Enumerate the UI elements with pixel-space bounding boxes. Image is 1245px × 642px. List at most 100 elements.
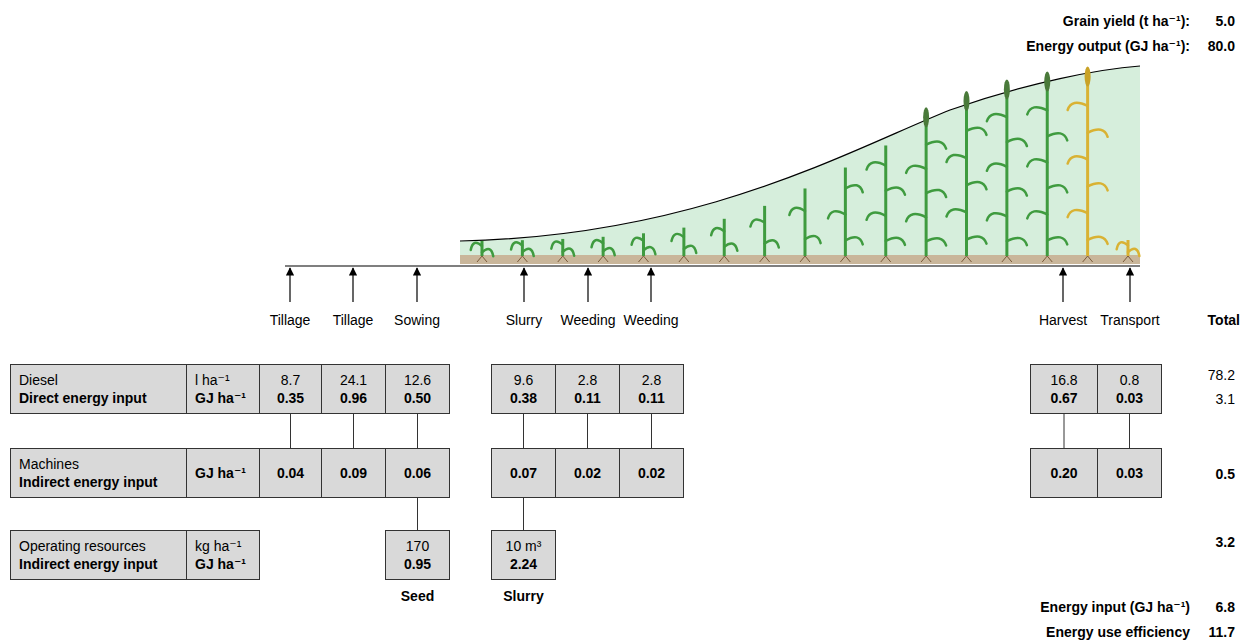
value-box: 12.60.50 — [385, 364, 450, 414]
box-text: 0.03 — [1116, 389, 1143, 407]
box-text: 0.03 — [1116, 464, 1143, 482]
summary-label: 78.2 — [1208, 366, 1235, 384]
plant — [592, 237, 615, 256]
summary-label: 0.5 — [1216, 465, 1235, 483]
resource-name: Slurry — [492, 587, 555, 605]
box-text: GJ ha⁻¹ — [195, 389, 246, 407]
operation-label: Transport — [1100, 311, 1159, 329]
row-header-box: MachinesIndirect energy input — [10, 448, 187, 498]
resource-box: 10 m³2.24Slurry — [491, 530, 556, 580]
value-box: 0.07 — [491, 448, 556, 498]
root — [881, 256, 891, 262]
growth-curve — [460, 66, 1140, 241]
operation-arrows — [290, 268, 1130, 302]
row-header-box: Operating resourcesIndirect energy input — [10, 530, 187, 580]
plant — [828, 168, 863, 256]
plant — [1068, 67, 1108, 256]
plant — [1027, 72, 1067, 256]
box-text: 12.6 — [404, 371, 431, 389]
box-text: 0.06 — [404, 464, 431, 482]
value-box: 0.06 — [385, 448, 450, 498]
value-box: 9.60.38 — [491, 364, 556, 414]
box-text: 0.02 — [574, 464, 601, 482]
box-text: 8.7 — [281, 371, 300, 389]
summary-label: Grain yield (t ha⁻¹): — [1063, 12, 1190, 30]
box-text: 0.35 — [277, 389, 304, 407]
summary-label: Energy input (GJ ha⁻¹) — [1040, 598, 1190, 616]
plants — [471, 67, 1140, 262]
box-text: 0.50 — [404, 389, 431, 407]
connector-line — [1064, 414, 1065, 448]
box-text: 2.24 — [510, 555, 537, 573]
connector-line — [290, 414, 291, 448]
unit-box: kg ha⁻¹GJ ha⁻¹ — [186, 530, 260, 580]
plant — [867, 145, 905, 256]
root — [1083, 256, 1093, 262]
plant — [987, 79, 1027, 256]
root — [639, 256, 649, 262]
value-box: 0.02 — [555, 448, 620, 498]
plant — [906, 107, 946, 256]
operation-label: Weeding — [623, 311, 678, 329]
root — [477, 256, 487, 262]
value-box: 16.80.67 — [1030, 364, 1098, 414]
summary-label: Energy output (GJ ha⁻¹): — [1026, 37, 1190, 55]
plant — [511, 240, 534, 256]
row-header-box: DieselDirect energy input — [10, 364, 187, 414]
soil-strip — [460, 255, 1140, 264]
root — [1002, 256, 1012, 262]
value-box: 0.09 — [321, 448, 386, 498]
unit-box: l ha⁻¹GJ ha⁻¹ — [186, 364, 260, 414]
box-text: 0.67 — [1050, 389, 1077, 407]
value-box: 0.02 — [619, 448, 684, 498]
box-text: 0.04 — [277, 464, 304, 482]
operation-label: Tillage — [333, 311, 374, 329]
root — [1042, 256, 1052, 262]
summary-label: 5.0 — [1216, 12, 1235, 30]
box-text: 0.11 — [638, 389, 664, 407]
plant — [1117, 240, 1140, 256]
box-text: GJ ha⁻¹ — [195, 555, 246, 573]
resource-box: 1700.95Seed — [385, 530, 450, 580]
summary-label: Energy use efficiency — [1046, 623, 1190, 641]
unit-box: GJ ha⁻¹ — [186, 448, 260, 498]
connector-line — [651, 414, 652, 448]
value-box: 0.80.03 — [1097, 364, 1162, 414]
box-text: kg ha⁻¹ — [195, 537, 241, 555]
box-text: 0.07 — [510, 464, 537, 482]
box-text: Diesel — [19, 371, 58, 389]
operation-label: Harvest — [1039, 311, 1087, 329]
connector-line — [523, 414, 524, 448]
box-text: 2.8 — [578, 371, 597, 389]
summary-label: Total — [1208, 311, 1240, 329]
plant — [471, 241, 494, 256]
box-text: 2.8 — [642, 371, 661, 389]
operation-label: Slurry — [506, 311, 543, 329]
box-text: 10 m³ — [506, 537, 542, 555]
box-text: Operating resources — [19, 537, 146, 555]
root — [1123, 256, 1133, 262]
root — [517, 256, 527, 262]
resource-name: Seed — [386, 587, 449, 605]
plant — [750, 206, 778, 256]
operation-label: Tillage — [270, 311, 311, 329]
box-text: 170 — [406, 537, 429, 555]
root — [962, 256, 972, 262]
box-text: GJ ha⁻¹ — [195, 464, 246, 482]
root — [679, 256, 689, 262]
root — [598, 256, 608, 262]
summary-label: 3.1 — [1216, 390, 1235, 408]
box-text: 24.1 — [340, 371, 367, 389]
plant — [632, 233, 656, 256]
box-text: 0.96 — [340, 389, 367, 407]
value-box: 0.04 — [259, 448, 322, 498]
root — [719, 256, 729, 262]
root — [800, 256, 810, 262]
value-box: 2.80.11 — [555, 364, 620, 414]
box-text: 0.95 — [404, 555, 431, 573]
plant — [947, 91, 987, 256]
box-text: l ha⁻¹ — [195, 371, 230, 389]
plant — [551, 239, 574, 256]
value-box: 8.70.35 — [259, 364, 322, 414]
